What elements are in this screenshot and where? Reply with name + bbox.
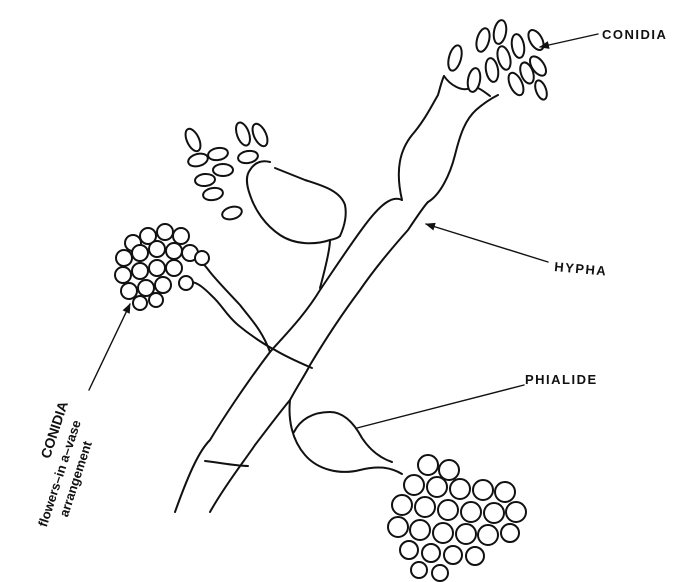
hypha <box>175 199 428 512</box>
arrow-conidia-top <box>540 34 598 47</box>
arrow-conidia-left <box>89 304 130 390</box>
phialide-left <box>192 261 275 352</box>
conidia-cluster-left <box>115 224 209 310</box>
conidia-cluster-upper-left <box>182 121 270 222</box>
arrow-phialide <box>357 385 524 428</box>
phialide-top-right <box>399 76 498 202</box>
phialide-bottom <box>290 400 402 474</box>
phialide-upper-left <box>247 161 346 243</box>
label-conidia-top: CONIDIA <box>602 27 667 42</box>
arrow-hypha <box>426 224 548 262</box>
label-hypha: HYPHA <box>554 259 608 279</box>
conidia-cluster-bottom <box>388 455 526 581</box>
label-phialide: PHIALIDE <box>525 372 598 387</box>
